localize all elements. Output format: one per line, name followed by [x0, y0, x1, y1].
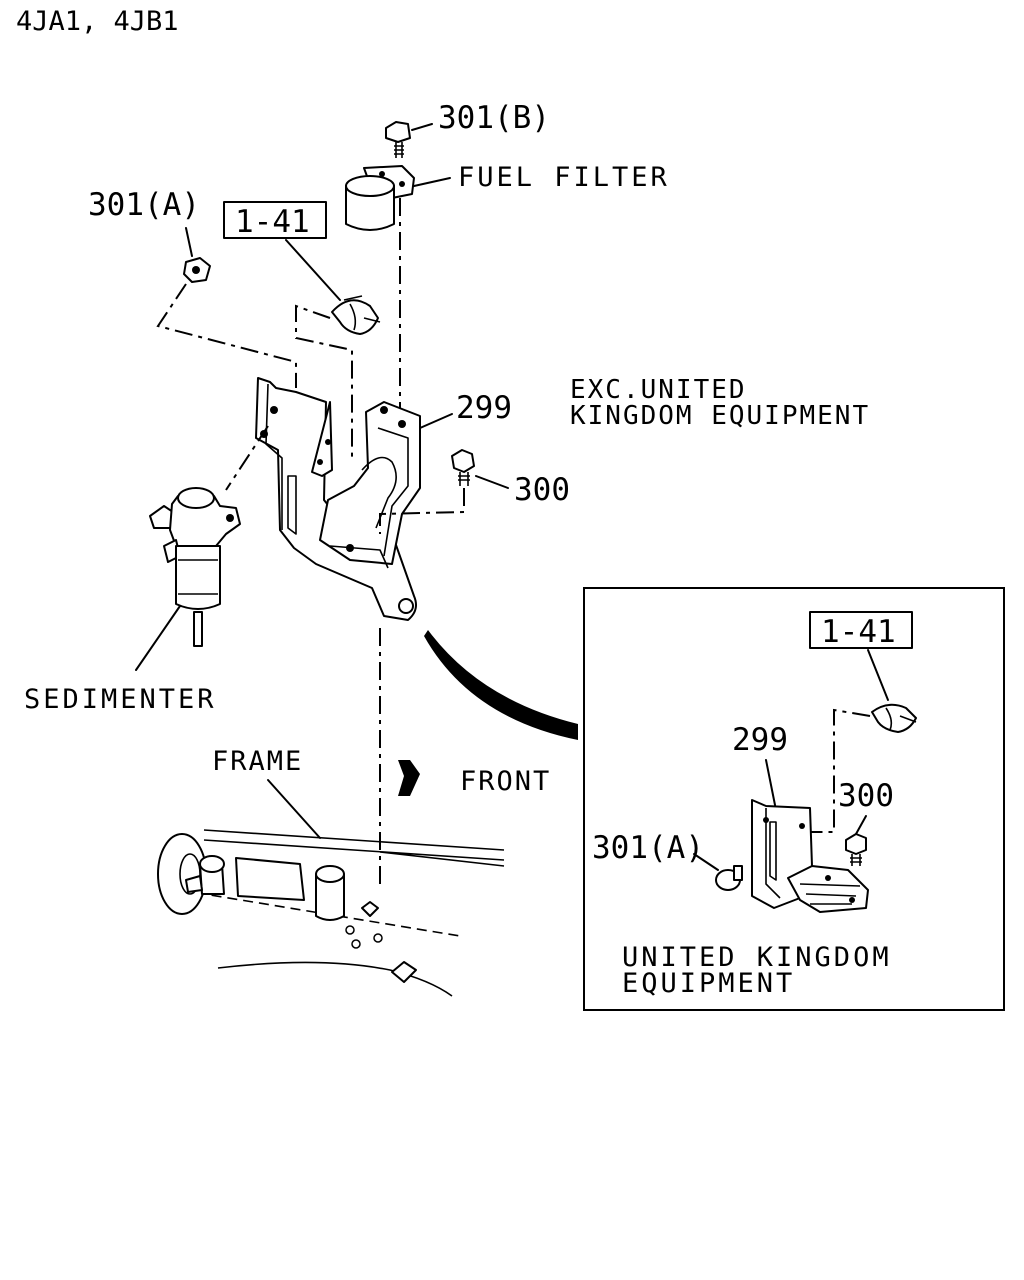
centerline-300 [379, 488, 465, 534]
inset-centerline-clip [810, 708, 871, 833]
inset-callout-301a: 301(A) [592, 830, 704, 866]
inset-callout-299: 299 [732, 722, 788, 758]
exc-uk-line1: EXC.UNITED [570, 375, 747, 405]
leader-300 [475, 475, 509, 489]
leader-301a [185, 227, 193, 257]
leader-fuel-filter [413, 177, 451, 187]
bolt-300-icon [451, 449, 475, 486]
centerline-sedimenter [225, 425, 269, 491]
callout-301a: 301(A) [88, 187, 200, 223]
inset-caption-line1: UNITED KINGDOM [622, 942, 892, 973]
leader-299 [419, 413, 453, 429]
leader-frame [267, 779, 321, 839]
label-frame: FRAME [212, 746, 303, 777]
fuel-filter-icon [345, 165, 415, 231]
centerline-301a [156, 283, 297, 388]
inset-bolt-301a-icon [715, 865, 743, 891]
inset-ref-1-41-label: 1-41 [821, 614, 896, 650]
callout-300: 300 [514, 472, 570, 508]
inset-leader-300 [855, 815, 867, 835]
inset-bolt-300-icon [845, 833, 867, 866]
bolt-301b-icon [385, 121, 411, 158]
inset-leader-301a [693, 853, 719, 871]
centerline-clip [295, 304, 353, 460]
frame-rail-icon [157, 829, 505, 997]
inset-leader-299 [765, 759, 777, 811]
ref-box-1-41 [223, 201, 327, 239]
label-sedimenter: SEDIMENTER [24, 684, 217, 715]
inset-leader-1-41 [867, 649, 889, 701]
inset-caption-line2: EQUIPMENT [622, 968, 795, 999]
leader-301b [411, 123, 433, 131]
inset-pointer-arc [424, 630, 578, 740]
hose-clip-icon [331, 295, 381, 335]
exc-uk-line2: KINGDOM EQUIPMENT [570, 401, 870, 431]
callout-299: 299 [456, 390, 512, 426]
inset-frame [583, 587, 1005, 1011]
ref-1-41-label: 1-41 [235, 204, 310, 240]
inset-bracket-299-icon [751, 799, 869, 913]
leader-1-41 [285, 239, 341, 301]
callout-301b: 301(B) [438, 100, 550, 136]
engine-codes-title: 4JA1, 4JB1 [16, 6, 179, 37]
bracket-299-icon [255, 377, 421, 621]
leader-sedimenter [135, 605, 181, 671]
front-arrow-icon [398, 760, 420, 796]
inset-callout-300: 300 [838, 778, 894, 814]
inset-hose-clip-icon [871, 703, 917, 733]
label-fuel-filter: FUEL FILTER [458, 162, 670, 193]
sedimenter-icon [149, 487, 241, 647]
label-front: FRONT [460, 766, 551, 797]
bolt-301a-icon [183, 257, 211, 283]
inset-ref-box-1-41 [809, 611, 913, 649]
